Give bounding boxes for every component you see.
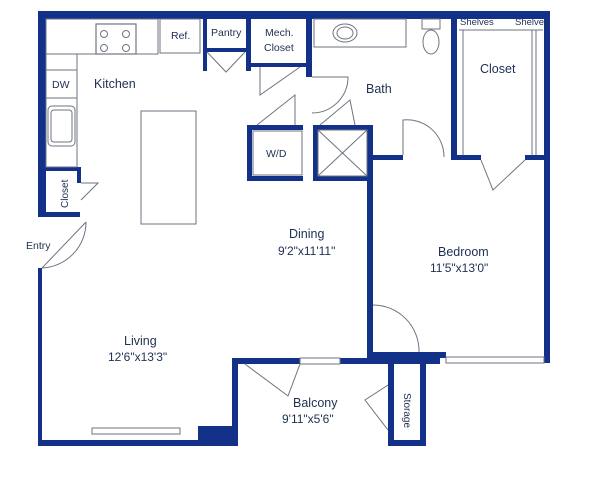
mech-label-2: Closet xyxy=(264,42,294,54)
room-labels: Kitchen Bath Closet Dining 9'2"x11'11" B… xyxy=(94,62,516,426)
dishwasher xyxy=(45,69,78,99)
refrigerator xyxy=(159,18,201,54)
storage-label: Storage xyxy=(401,393,412,428)
bedroom-label: Bedroom xyxy=(438,245,489,259)
bath-label: Bath xyxy=(366,82,392,96)
shelves-left-label: Shelves xyxy=(460,17,494,28)
toilet-tank xyxy=(421,18,441,30)
counter-left xyxy=(45,53,78,168)
windows xyxy=(91,356,545,435)
living-dims: 12'6"x13'3" xyxy=(108,350,167,364)
kitchen-sink xyxy=(47,105,76,147)
kitchen-label: Kitchen xyxy=(94,77,136,91)
entry-label: Entry xyxy=(26,240,51,252)
mech-label-1: Mech. xyxy=(265,27,294,39)
window-living xyxy=(91,427,181,435)
window-balcony xyxy=(299,357,341,365)
interior-walls xyxy=(38,11,549,362)
toilet-bowl xyxy=(422,29,440,55)
door-swings xyxy=(41,51,526,431)
wd-label: W/D xyxy=(266,148,287,160)
pantry-label: Pantry xyxy=(211,27,242,39)
ref-label: Ref. xyxy=(171,30,190,42)
window-bedroom xyxy=(445,356,545,364)
dw-label: DW xyxy=(52,79,70,91)
range xyxy=(95,23,137,55)
vanity xyxy=(313,18,407,48)
balcony-label: Balcony xyxy=(293,396,338,410)
fixture-labels: Ref. Pantry Mech. Closet DW W/D Closet E… xyxy=(26,17,549,428)
closet-small-label: Closet xyxy=(60,179,71,208)
exterior-walls xyxy=(38,11,550,446)
shelves-right-label: Shelves xyxy=(515,17,549,28)
dining-dims: 9'2"x11'11" xyxy=(278,244,335,258)
kitchen-fixtures xyxy=(45,18,201,225)
balcony-dims: 9'11"x5'6" xyxy=(282,412,334,426)
living-label: Living xyxy=(124,334,157,348)
shower xyxy=(317,129,368,177)
closet-main-label: Closet xyxy=(480,62,516,76)
closet-shelves xyxy=(459,29,543,155)
kitchen-island xyxy=(140,110,197,225)
bath-fixtures xyxy=(252,18,441,177)
dining-label: Dining xyxy=(289,227,324,241)
bedroom-dims: 11'5"x13'0" xyxy=(430,261,488,275)
